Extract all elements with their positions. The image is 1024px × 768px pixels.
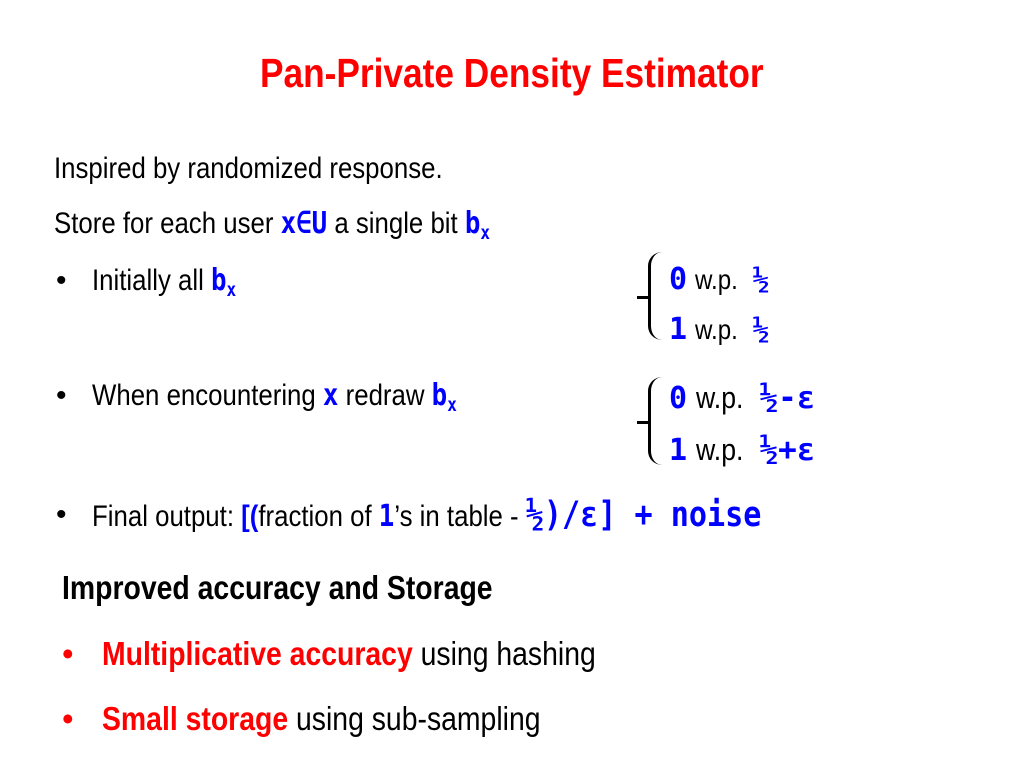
bullet-final: • Final output: [(fraction of 1’s in tab… xyxy=(56,497,870,535)
improved-rest: using hashing xyxy=(412,635,596,672)
bullet-dot: • xyxy=(56,264,67,297)
initial-cases-brace xyxy=(637,252,669,340)
improved-item-accuracy: • Multiplicative accuracy using hashing xyxy=(62,635,676,673)
final-text2: ’s in table - xyxy=(394,500,526,533)
encounter-bit: bx xyxy=(431,378,457,416)
bullet-dot: • xyxy=(62,700,74,737)
bullet-initially: • Initially all bx xyxy=(56,263,260,309)
improved-rest: using sub-sampling xyxy=(288,700,541,737)
store-middle: a single bit xyxy=(327,207,465,240)
bullet-dot: • xyxy=(62,635,74,672)
store-prefix: Store for each user xyxy=(54,207,281,240)
redraw-case-0: 0 w.p. ½-ε xyxy=(669,380,816,416)
improved-heading: Improved accuracy and Storage xyxy=(62,569,493,606)
slide-title: Pan-Private Density Estimator xyxy=(260,50,764,96)
bullet-dot: • xyxy=(56,498,67,531)
bullet-dot: • xyxy=(56,379,67,412)
final-open: [( xyxy=(241,500,259,533)
improved-highlight: Multiplicative accuracy xyxy=(102,635,413,672)
initial-case-1: 1 w.p. ½ xyxy=(669,312,770,347)
encounter-text: When encountering xyxy=(92,379,323,412)
final-label: Final output: xyxy=(92,500,242,533)
initially-text: Initially all xyxy=(92,264,212,297)
initial-case-0: 0 w.p. ½ xyxy=(669,262,770,297)
encounter-var: x xyxy=(322,378,339,413)
store-var: x∈U xyxy=(280,206,328,241)
final-text1: fraction of xyxy=(258,500,379,533)
initially-bit: bx xyxy=(211,263,237,301)
redraw-case-1: 1 w.p. ½+ε xyxy=(669,432,816,468)
redraw-cases-brace xyxy=(637,377,669,465)
store-bit: bx xyxy=(464,206,491,244)
bullet-encounter: • When encountering x redraw bx xyxy=(56,378,516,424)
improved-item-storage: • Small storage using sub-sampling xyxy=(62,700,612,738)
intro-line: Inspired by randomized response. xyxy=(54,152,443,185)
encounter-middle: redraw xyxy=(338,379,432,412)
store-line: Store for each user x∈U a single bit bx xyxy=(54,206,561,252)
final-one: 1 xyxy=(378,499,395,534)
final-tail: ½)/ε] + noise xyxy=(525,495,762,535)
improved-highlight: Small storage xyxy=(102,700,289,737)
